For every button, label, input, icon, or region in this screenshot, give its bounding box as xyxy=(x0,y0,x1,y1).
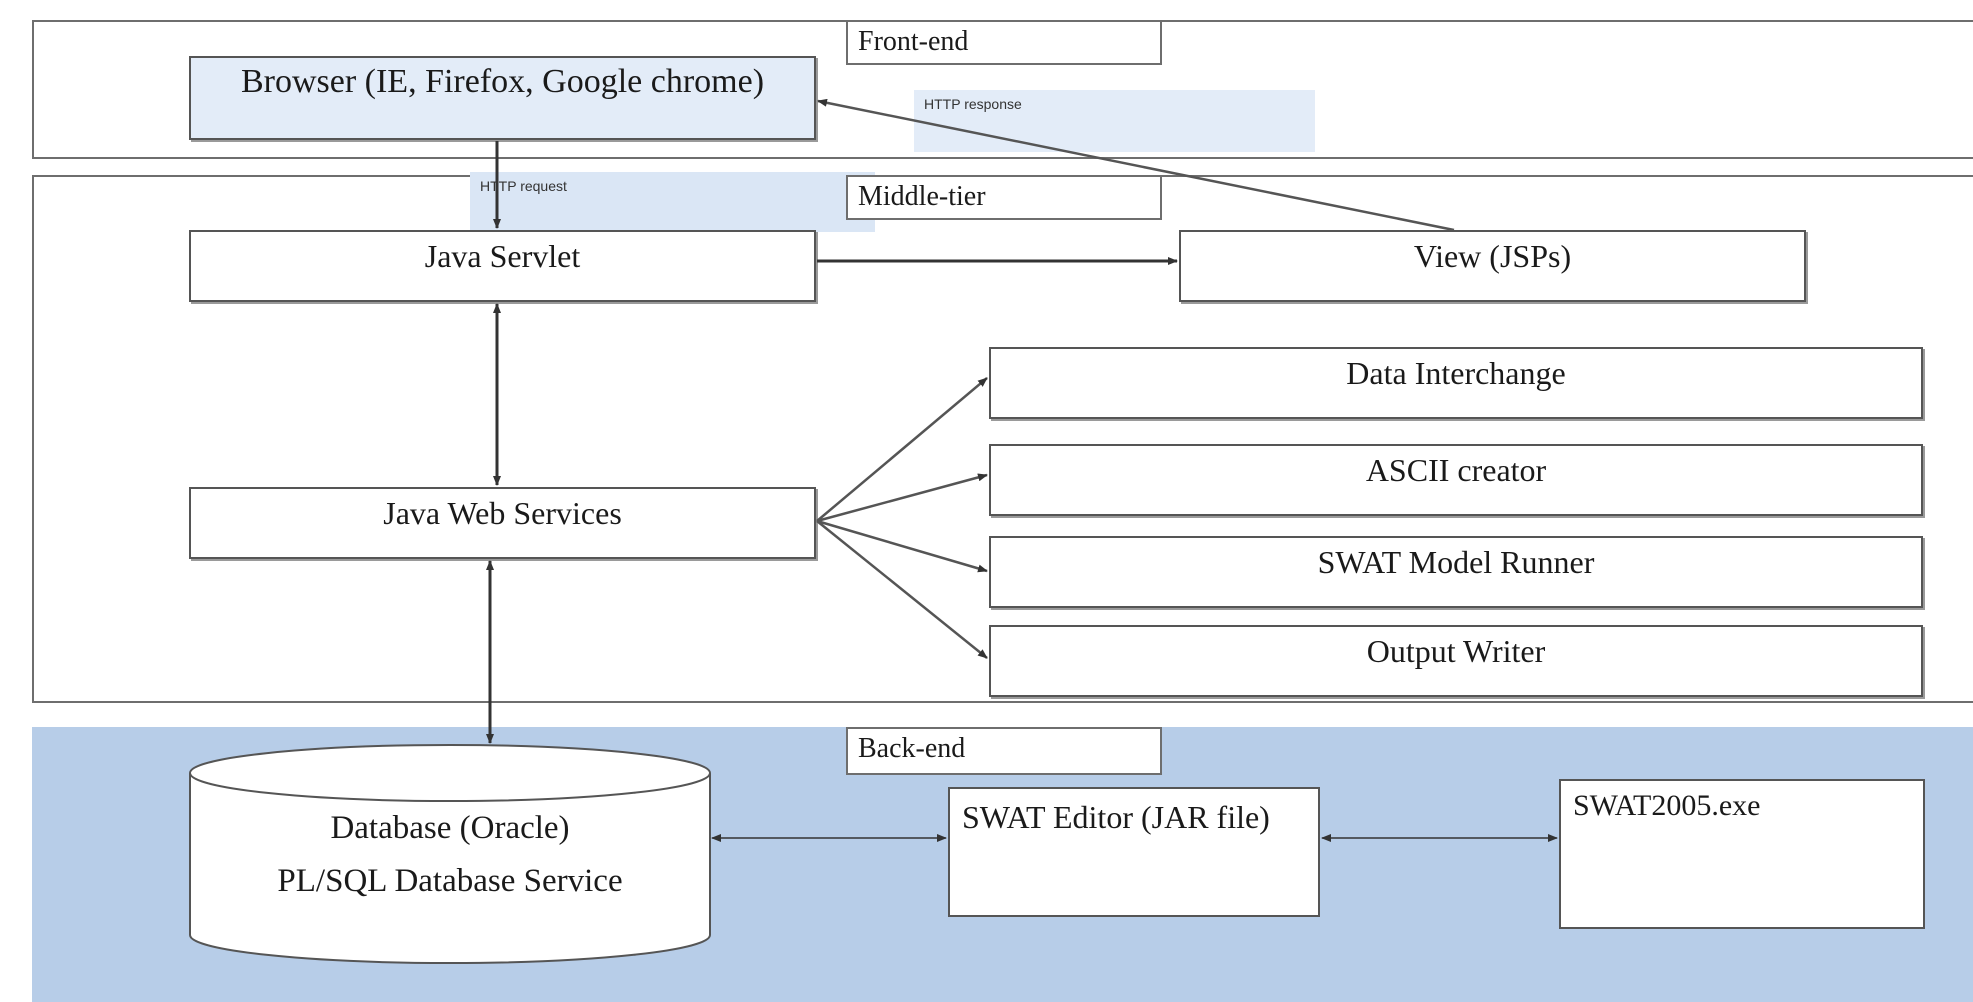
java-servlet-box: Java Servlet xyxy=(189,230,816,302)
middle-tier-label: Middle-tier xyxy=(846,175,1162,220)
swat2005-exe-box: SWAT2005.exe xyxy=(1559,779,1925,929)
output-writer-box: Output Writer xyxy=(989,625,1923,697)
http-request-note: HTTP request xyxy=(470,172,875,232)
browser-box: Browser (IE, Firefox, Google chrome) xyxy=(189,56,816,140)
http-response-note: HTTP response xyxy=(914,90,1315,152)
swat-editor-box: SWAT Editor (JAR file) xyxy=(948,787,1320,917)
front-end-label: Front-end xyxy=(846,20,1162,65)
java-web-services-box: Java Web Services xyxy=(189,487,816,559)
view-jsps-box: View (JSPs) xyxy=(1179,230,1806,302)
database-title: Database (Oracle) xyxy=(330,810,570,846)
back-end-label: Back-end xyxy=(846,727,1162,775)
data-interchange-box: Data Interchange xyxy=(989,347,1923,419)
database-service-label: PL/SQL Database Service xyxy=(277,863,623,899)
ascii-creator-box: ASCII creator xyxy=(989,444,1923,516)
swat-model-runner-box: SWAT Model Runner xyxy=(989,536,1923,608)
